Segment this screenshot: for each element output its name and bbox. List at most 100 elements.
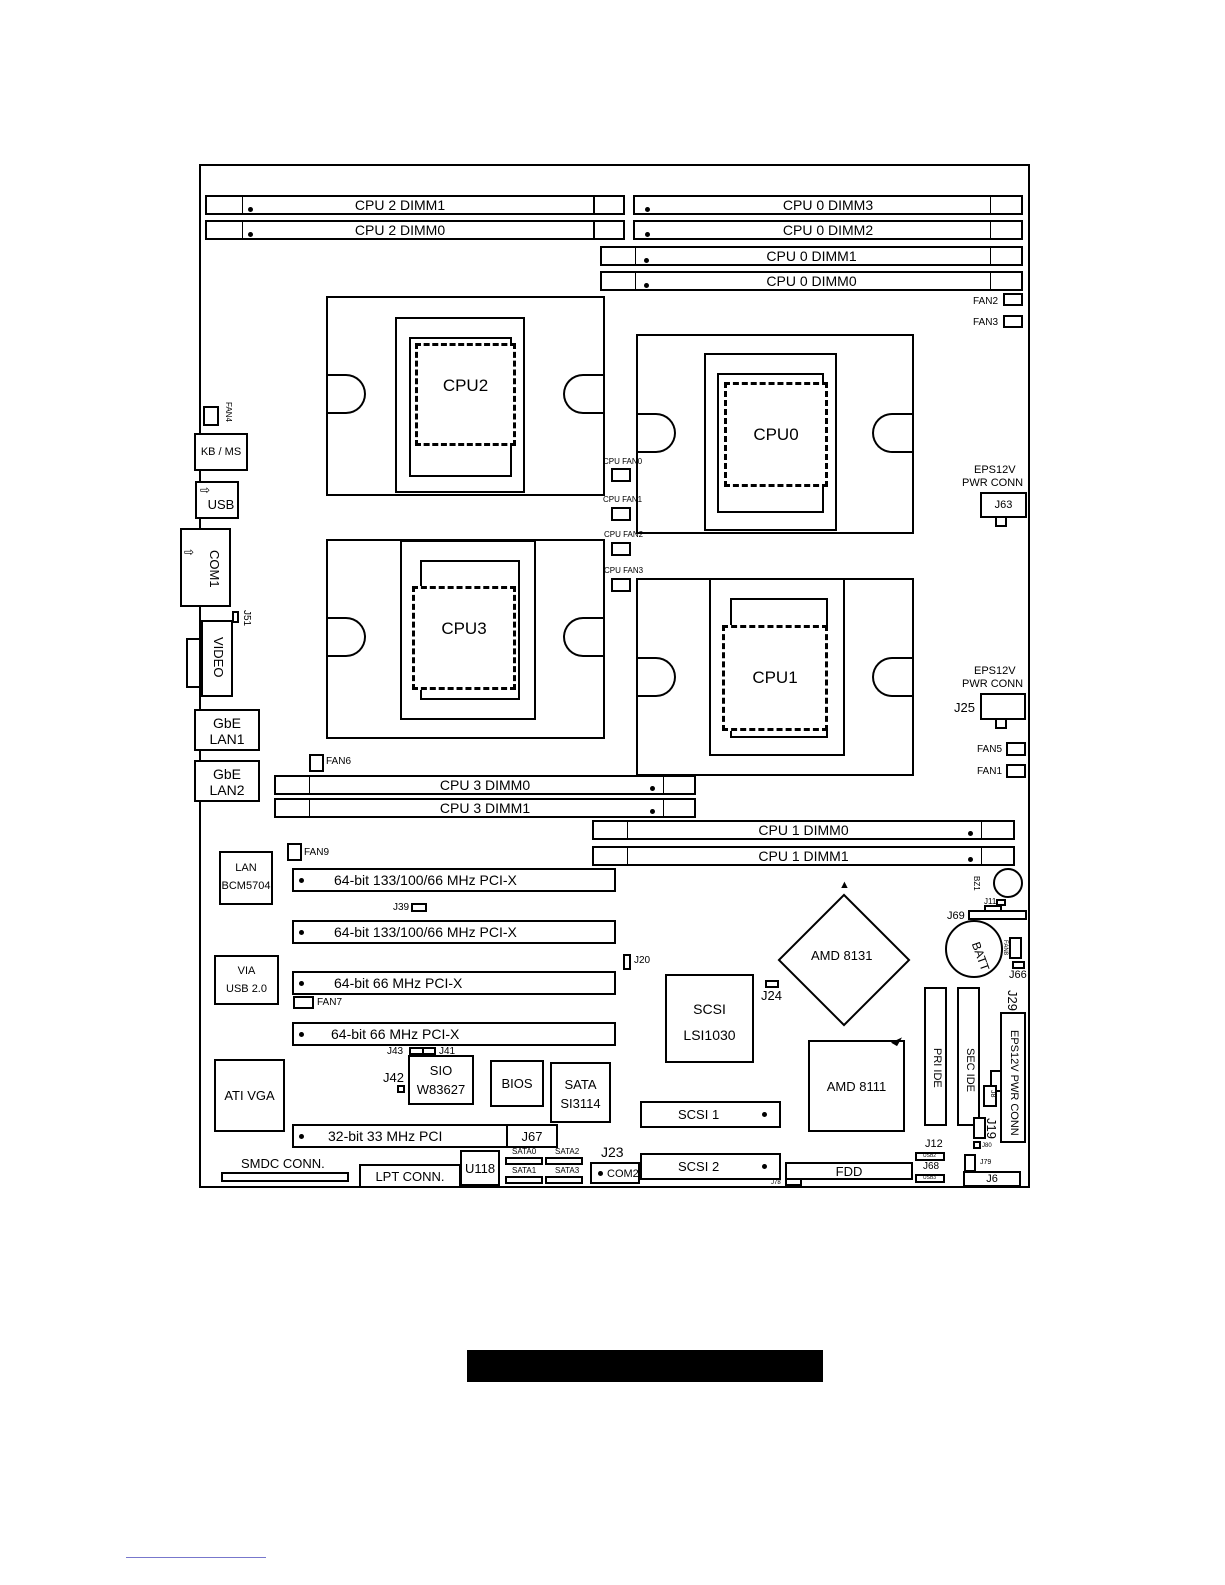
scsi1-label: SCSI 1 (678, 1107, 720, 1122)
j8-header (983, 1085, 997, 1107)
sata0-label: SATA0 (512, 1147, 537, 1156)
fan1-header (1006, 764, 1026, 778)
cpu-fan2-header (611, 542, 631, 556)
j20-label: J20 (634, 955, 651, 966)
dimm-cpu0-dimm1: CPU 0 DIMM1 (600, 246, 1023, 266)
cpu-fan1-header (611, 507, 631, 521)
j67-label: J67 (521, 1128, 543, 1144)
cpu1-label: CPU1 (752, 668, 798, 687)
dimm-divider (595, 195, 625, 215)
via-usb-chip: VIA USB 2.0 (214, 955, 279, 1005)
j67-header: J67 (506, 1124, 558, 1148)
sata3-label: SATA3 (555, 1166, 580, 1175)
j63-label: J63 (994, 499, 1013, 511)
cpu-fan3-label: CPU FAN3 (604, 566, 644, 575)
sata-label: SATA (564, 1077, 597, 1092)
socket-lever (872, 657, 914, 697)
j29-connector (1000, 1012, 1026, 1143)
j41-label: J41 (439, 1046, 456, 1057)
sata2-label: SATA2 (555, 1147, 580, 1156)
connector-tab (984, 905, 1002, 911)
j20-header (623, 954, 631, 970)
lpt-label: LPT CONN. (375, 1168, 445, 1184)
fan6-header (309, 754, 324, 772)
j6-label: J6 (986, 1173, 998, 1185)
pci-slot-label: 64-bit 133/100/66 MHz PCI-X (334, 924, 517, 940)
scsi-label: SCSI (693, 1001, 726, 1017)
sec-ide-connector (957, 987, 980, 1126)
fan6-label: FAN6 (326, 756, 352, 767)
cpu3-label: CPU3 (441, 619, 487, 638)
usb2-label: USB2 (923, 1153, 937, 1159)
j24-label: J24 (761, 988, 782, 1003)
connector-tab (995, 517, 1007, 527)
dimm-label: CPU 3 DIMM1 (439, 800, 531, 816)
sata0-connector (505, 1157, 543, 1165)
j19-label: J19 (984, 1118, 999, 1139)
cpu-fan1-label: CPU FAN1 (603, 495, 643, 504)
fan3-header (1003, 315, 1023, 328)
j24-header (765, 980, 779, 988)
fan4-header (203, 406, 219, 426)
amd8111-chip: AMD 8111 (808, 1040, 905, 1132)
bcm5704-label: BCM5704 (221, 880, 271, 892)
j6-connector: J6 (963, 1171, 1021, 1187)
si3114-label: SI3114 (560, 1096, 601, 1111)
scsi2-connector: SCSI 2 (640, 1153, 781, 1180)
j80-header (973, 1141, 981, 1149)
dimm-label: CPU 1 DIMM0 (758, 822, 849, 838)
sata3-connector (545, 1176, 583, 1184)
j79-header (964, 1154, 976, 1172)
dimm-cpu1-dimm1: CPU 1 DIMM1 (592, 846, 1015, 866)
sata1-connector (505, 1176, 543, 1184)
w83627-label: W83627 (416, 1082, 466, 1097)
dimm-cpu2-dimm1: CPU 2 DIMM1 (205, 195, 595, 215)
fdd-connector: FDD (785, 1162, 913, 1180)
fan3-label: FAN3 (973, 317, 999, 328)
com1-label: COM1 (207, 550, 222, 588)
cpu0-label: CPU0 (753, 424, 799, 444)
fan9-header (287, 843, 302, 861)
pci-x-slot-1: 64-bit 133/100/66 MHz PCI-X (292, 868, 616, 892)
gbe-lan1-connector: GbE LAN1 (194, 709, 260, 751)
cpu0-chip: CPU0 (724, 382, 828, 487)
com1-arrow-icon: ⇨ (184, 545, 195, 559)
pci-slot-label: 64-bit 133/100/66 MHz PCI-X (334, 872, 517, 888)
battery (945, 920, 1003, 978)
sec-ide-label: SEC IDE (964, 1048, 976, 1093)
dimm-label: CPU 0 DIMM2 (782, 222, 874, 238)
cpu-retention-frame (395, 317, 525, 493)
lan-label: LAN (235, 862, 257, 874)
j12-label: J12 (925, 1138, 943, 1150)
j66-header (1012, 961, 1025, 969)
j41-header (422, 1047, 436, 1055)
com2-label: COM2 (607, 1168, 639, 1180)
amd8111-label: AMD 8111 (826, 1078, 887, 1094)
usb-connector: USB (195, 481, 239, 519)
cpu-retention-frame (704, 353, 837, 531)
cpu2-label: CPU2 (442, 375, 489, 395)
cpu2-socket (326, 296, 605, 496)
video-connector-shell (186, 638, 204, 688)
pwr-conn-label: PWR CONN (962, 678, 1024, 690)
j51-header (232, 611, 239, 623)
lpt-connector: LPT CONN. (359, 1164, 461, 1188)
lan1-label: LAN1 (209, 731, 245, 747)
gbe-lan2-connector: GbE LAN2 (194, 760, 260, 802)
j78-label: J78 (771, 1180, 781, 1186)
dimm-label: CPU 2 DIMM1 (354, 197, 446, 213)
sata-si3114-chip: SATA SI3114 (550, 1062, 611, 1123)
dimm-label: CPU 1 DIMM1 (758, 848, 849, 864)
j23-label: J23 (601, 1144, 624, 1160)
socket-lever (563, 617, 605, 657)
sata1-label: SATA1 (512, 1166, 537, 1175)
dimm-cpu0-dimm3: CPU 0 DIMM3 (633, 195, 1023, 215)
gbe-label: GbE (212, 766, 241, 782)
j42-label: J42 (383, 1070, 404, 1085)
scsi-lsi1030-chip: SCSI LSI1030 (665, 974, 754, 1063)
j51-label: J51 (241, 610, 252, 627)
j69-header (968, 910, 1027, 920)
fan2-label: FAN2 (973, 296, 999, 307)
cpu-retention-frame (400, 540, 536, 720)
dimm-divider (595, 220, 625, 240)
